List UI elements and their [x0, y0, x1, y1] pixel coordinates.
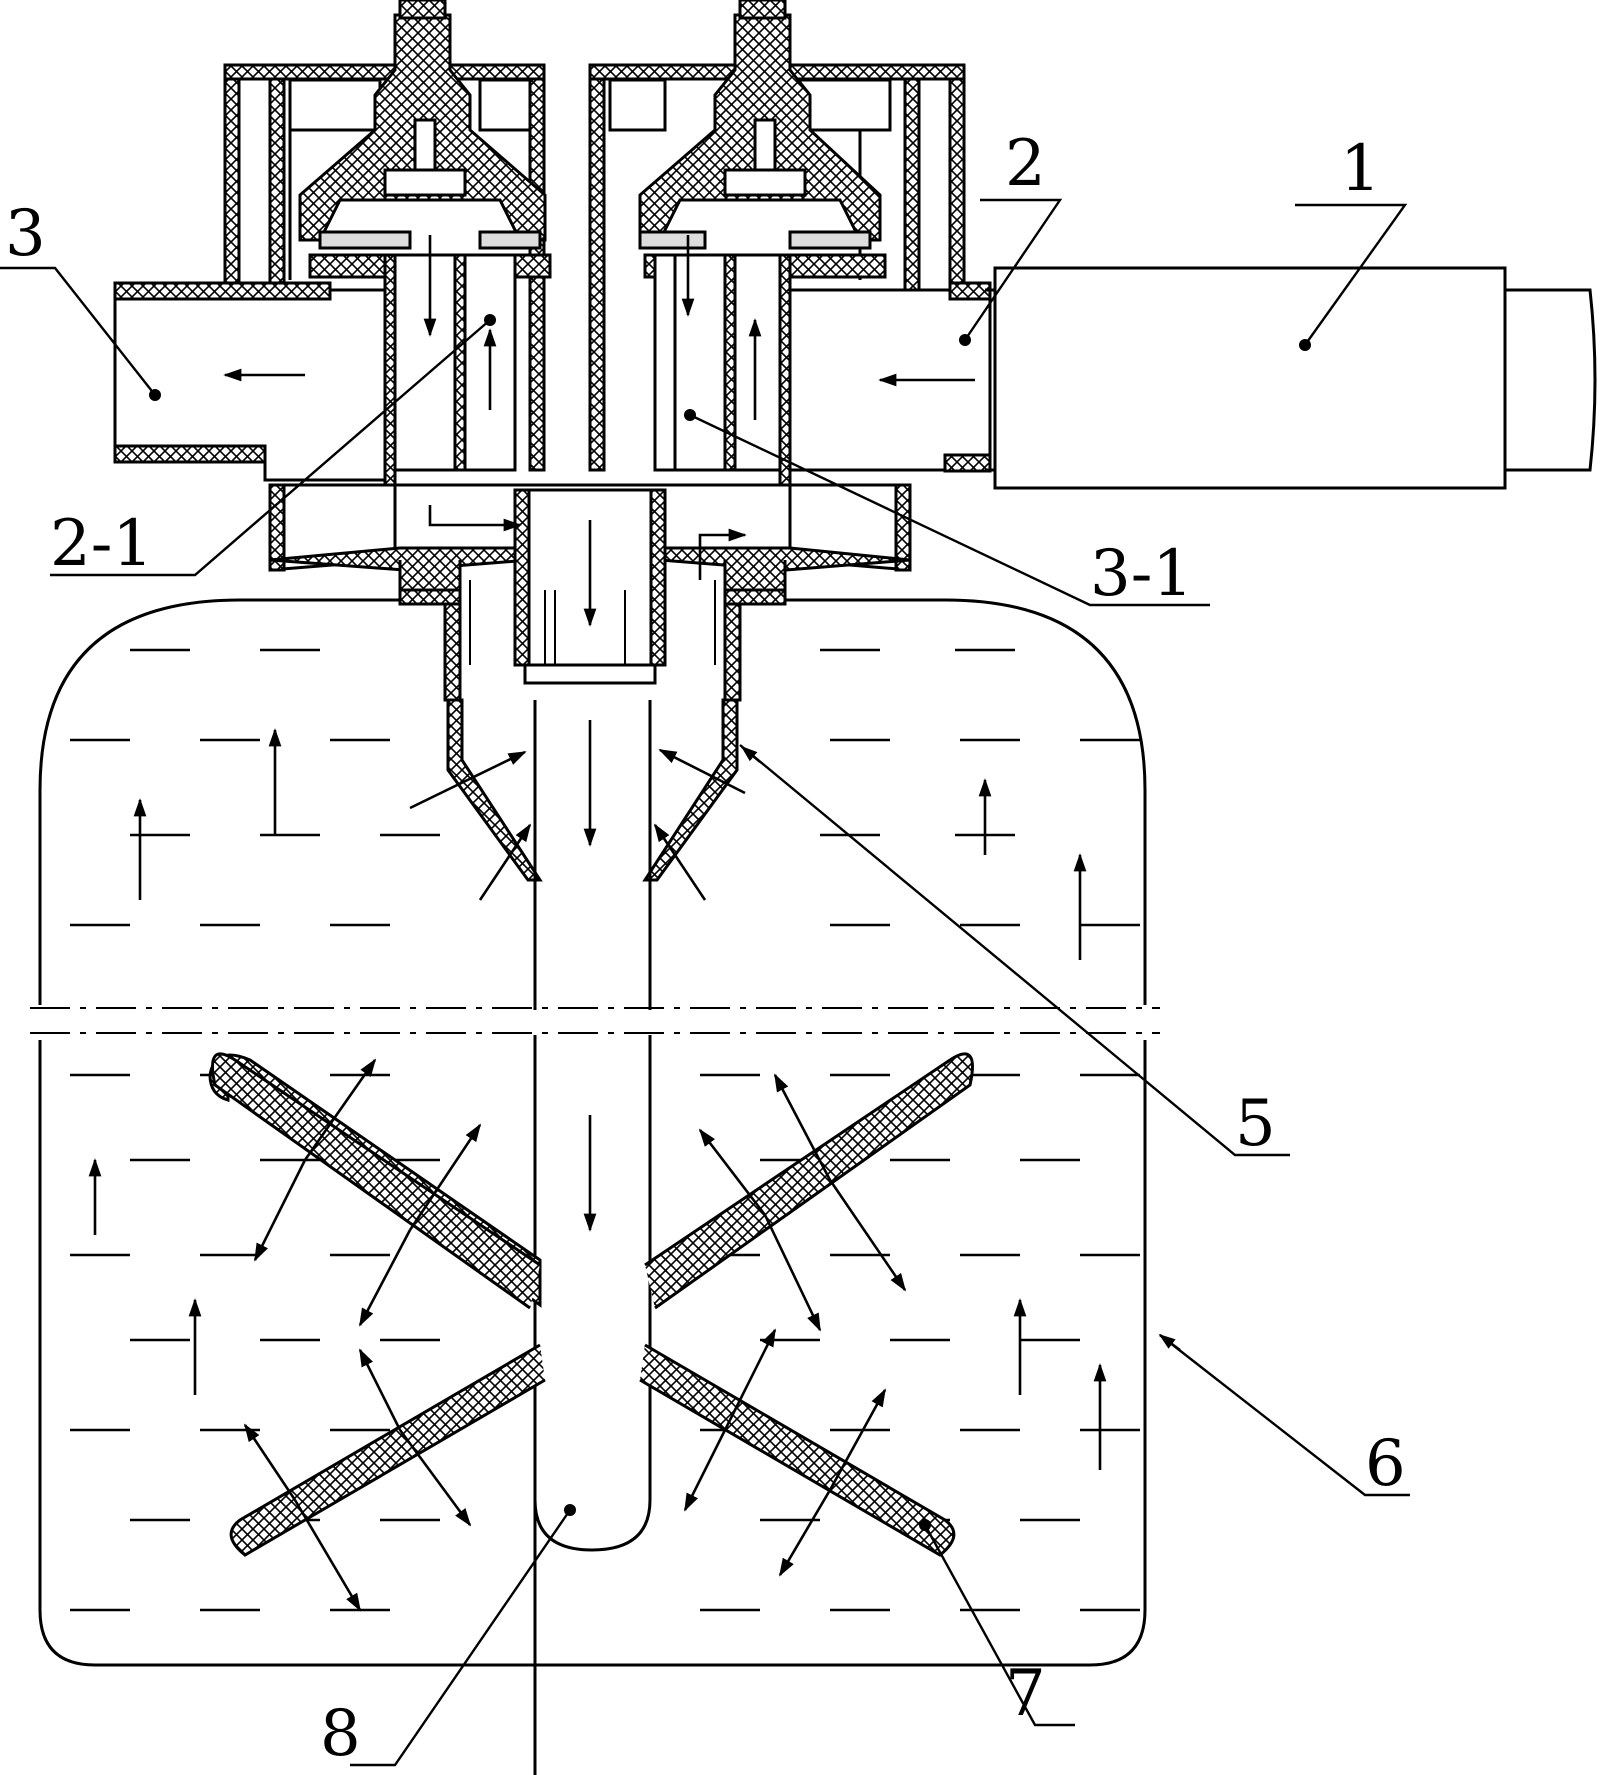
- label-2: 2: [1005, 127, 1046, 201]
- pump: [985, 266, 1597, 490]
- label-7: 7: [1005, 1657, 1046, 1731]
- label-3-1: 3-1: [1090, 537, 1193, 611]
- label-6: 6: [1365, 1427, 1406, 1501]
- label-2-1: 2-1: [50, 507, 153, 581]
- diffuser-arms: [208, 1052, 974, 1557]
- flow-arrows: [88, 235, 1107, 1612]
- liquid-lines: [70, 648, 1140, 1612]
- leader-arrowheads: [740, 745, 1181, 1351]
- label-1: 1: [1340, 132, 1381, 206]
- label-3: 3: [5, 197, 46, 271]
- funnel: [446, 698, 739, 882]
- label-5: 5: [1235, 1087, 1276, 1161]
- leader-lines: [0, 198, 1410, 1767]
- central-tube: [533, 700, 652, 1775]
- valve-housing: [113, 0, 992, 702]
- part-labels: 3 2 1 2-1 3-1 5 6 7 8: [5, 127, 1406, 1771]
- leader-dots: [149, 314, 1311, 1531]
- tank: [30, 598, 1160, 1667]
- label-8: 8: [320, 1697, 361, 1771]
